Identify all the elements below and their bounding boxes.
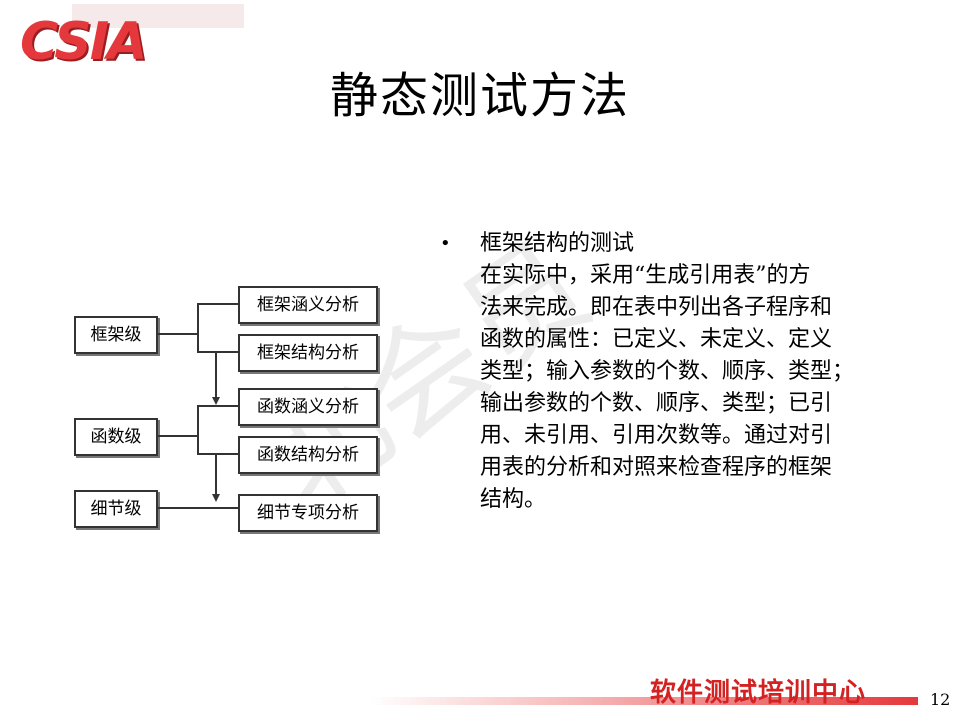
connector-line: [197, 351, 238, 353]
connector-line: [197, 303, 238, 305]
body-line: 用、未引用、引用次数等。通过对引: [480, 423, 833, 448]
bullet-body: 在实际中，采用“生成引用表”的方 法来完成。即在表中列出各子程序和 函数的属性：…: [480, 260, 930, 516]
connector-line: [197, 405, 199, 454]
body-line: 类型；输入参数的个数、顺序、类型；: [480, 359, 855, 384]
logo-background-strip: [72, 4, 244, 28]
body-line: 输出参数的个数、顺序、类型；已引: [480, 391, 833, 416]
footer-gradient-bar: [370, 697, 918, 705]
body-line: 在实际中，采用“生成引用表”的方: [480, 263, 811, 288]
analysis-level-diagram: 框架级 函数级 细节级 框架涵义分析 框架结构分析 函数涵义分析 函数结构分析 …: [70, 282, 400, 532]
csia-logo: CSIA: [20, 12, 147, 72]
connector-line: [158, 333, 198, 335]
analysis-box-detail-special: 细节专项分析: [238, 494, 378, 532]
bullet-dot-icon: •: [440, 233, 451, 254]
level-box-framework: 框架级: [74, 316, 158, 354]
connector-line: [197, 303, 199, 352]
level-box-detail: 细节级: [74, 490, 158, 528]
footer-center-name: 软件测试培训中心: [650, 678, 867, 708]
body-line: 用表的分析和对照来检查程序的框架: [480, 455, 833, 480]
down-arrow-icon: [212, 494, 220, 502]
analysis-box-framework-meaning: 框架涵义分析: [238, 286, 378, 324]
bullet-heading: 框架结构的测试: [480, 231, 635, 256]
connector-line: [215, 352, 217, 398]
body-line: 法来完成。即在表中列出各子程序和: [480, 295, 833, 320]
connector-line: [197, 405, 238, 407]
body-line: 函数的属性：已定义、未定义、定义: [480, 327, 833, 352]
connector-line: [158, 507, 238, 509]
connector-line: [158, 435, 198, 437]
analysis-box-framework-structure: 框架结构分析: [238, 334, 378, 372]
down-arrow-icon: [212, 397, 220, 405]
connector-line: [215, 454, 217, 496]
connector-line: [197, 453, 238, 455]
body-line: 结构。: [480, 487, 547, 512]
page-number: 12: [930, 690, 951, 709]
level-box-function: 函数级: [74, 418, 158, 456]
analysis-box-function-meaning: 函数涵义分析: [238, 388, 378, 426]
analysis-box-function-structure: 函数结构分析: [238, 436, 378, 474]
slide-title: 静态测试方法: [329, 68, 630, 124]
